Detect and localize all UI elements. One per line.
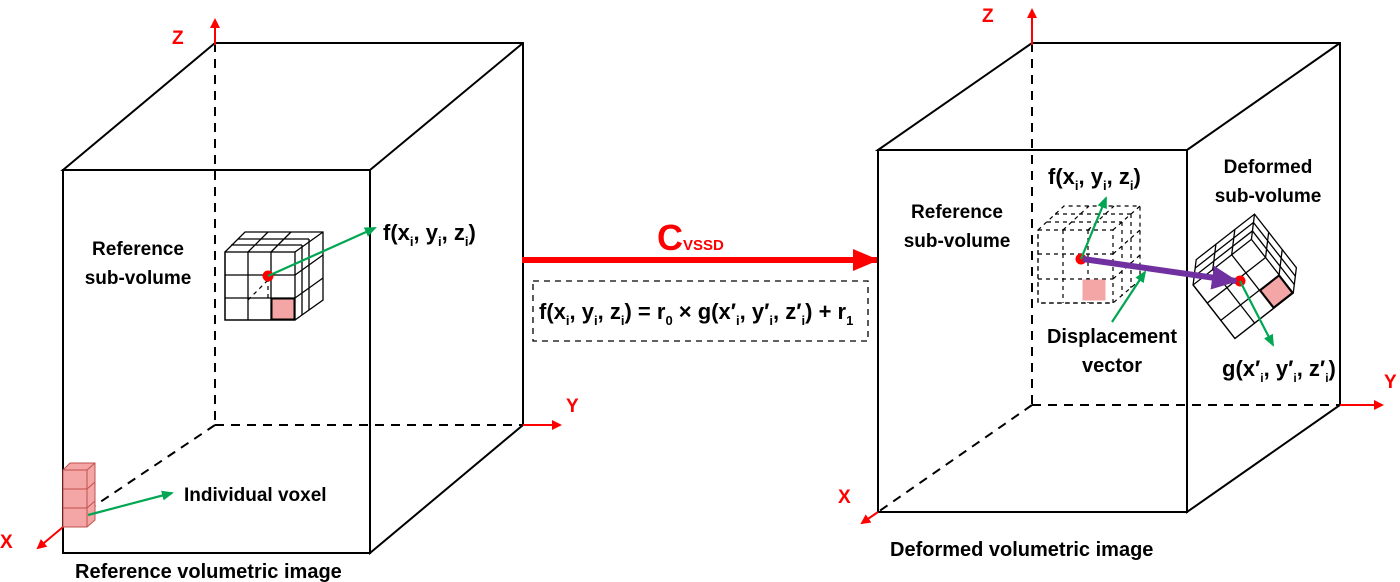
left-volume: Z Y X [0, 18, 579, 582]
left-point-formula: f(xi, yi, zi) [383, 220, 476, 249]
deformed-subvolume [1192, 213, 1298, 340]
right-ref-label-line1: Reference [911, 202, 1003, 223]
left-y-label: Y [566, 396, 579, 417]
right-point-formula: f(xi, yi, zi) [1048, 164, 1141, 193]
disp-label-line1: Displacement [1047, 326, 1177, 348]
right-x-label: X [838, 487, 851, 508]
right-ref-label-line2: sub-volume [904, 231, 1011, 252]
left-subvolume-label-line1: Reference [92, 239, 184, 260]
equation: f(xi, yi, zi) = r0 × g(x′i, y′i, z′i) + … [539, 299, 853, 328]
right-volume: Z Y X [838, 6, 1397, 561]
def-label-line1: Deformed [1224, 157, 1313, 178]
cvssd-label: CVSSD [657, 217, 724, 258]
left-x-axis-arrow [36, 526, 64, 550]
left-point-pointer [267, 226, 377, 278]
left-subvolume-cube [224, 231, 324, 321]
displacement-pointer [1111, 270, 1147, 323]
right-y-label: Y [1384, 372, 1397, 393]
right-reference-subvolume [1037, 205, 1141, 304]
right-cube-outline [874, 42, 1341, 514]
deformed-point-formula: g(x′i, y′i, z′i) [1222, 356, 1336, 385]
right-reference-pointer [1079, 196, 1108, 260]
displacement-vector-arrow [1082, 256, 1238, 290]
equation-box [532, 280, 869, 342]
left-z-label: Z [172, 28, 184, 49]
left-cube-front-face [62, 169, 371, 554]
deformed-point-pointer [1239, 280, 1274, 347]
right-cube-front-face [877, 149, 1188, 513]
disp-label-line2: vector [1082, 355, 1142, 377]
right-hidden-edge-depth [877, 404, 1033, 513]
voxel-pointer [87, 490, 174, 517]
left-x-label: X [0, 532, 13, 553]
left-subvolume-label-line2: sub-volume [85, 268, 192, 289]
right-x-axis-arrow [860, 511, 879, 525]
right-z-label: Z [982, 6, 994, 27]
transform-block: CVSSD f(xi, yi, zi) = r0 × g(x′i, y′i, z… [522, 217, 879, 342]
left-caption: Reference volumetric image [75, 561, 342, 582]
def-label-line2: sub-volume [1215, 186, 1322, 207]
right-caption: Deformed volumetric image [890, 539, 1153, 561]
left-voxel-stack [62, 462, 96, 528]
voxel-label: Individual voxel [184, 485, 327, 506]
